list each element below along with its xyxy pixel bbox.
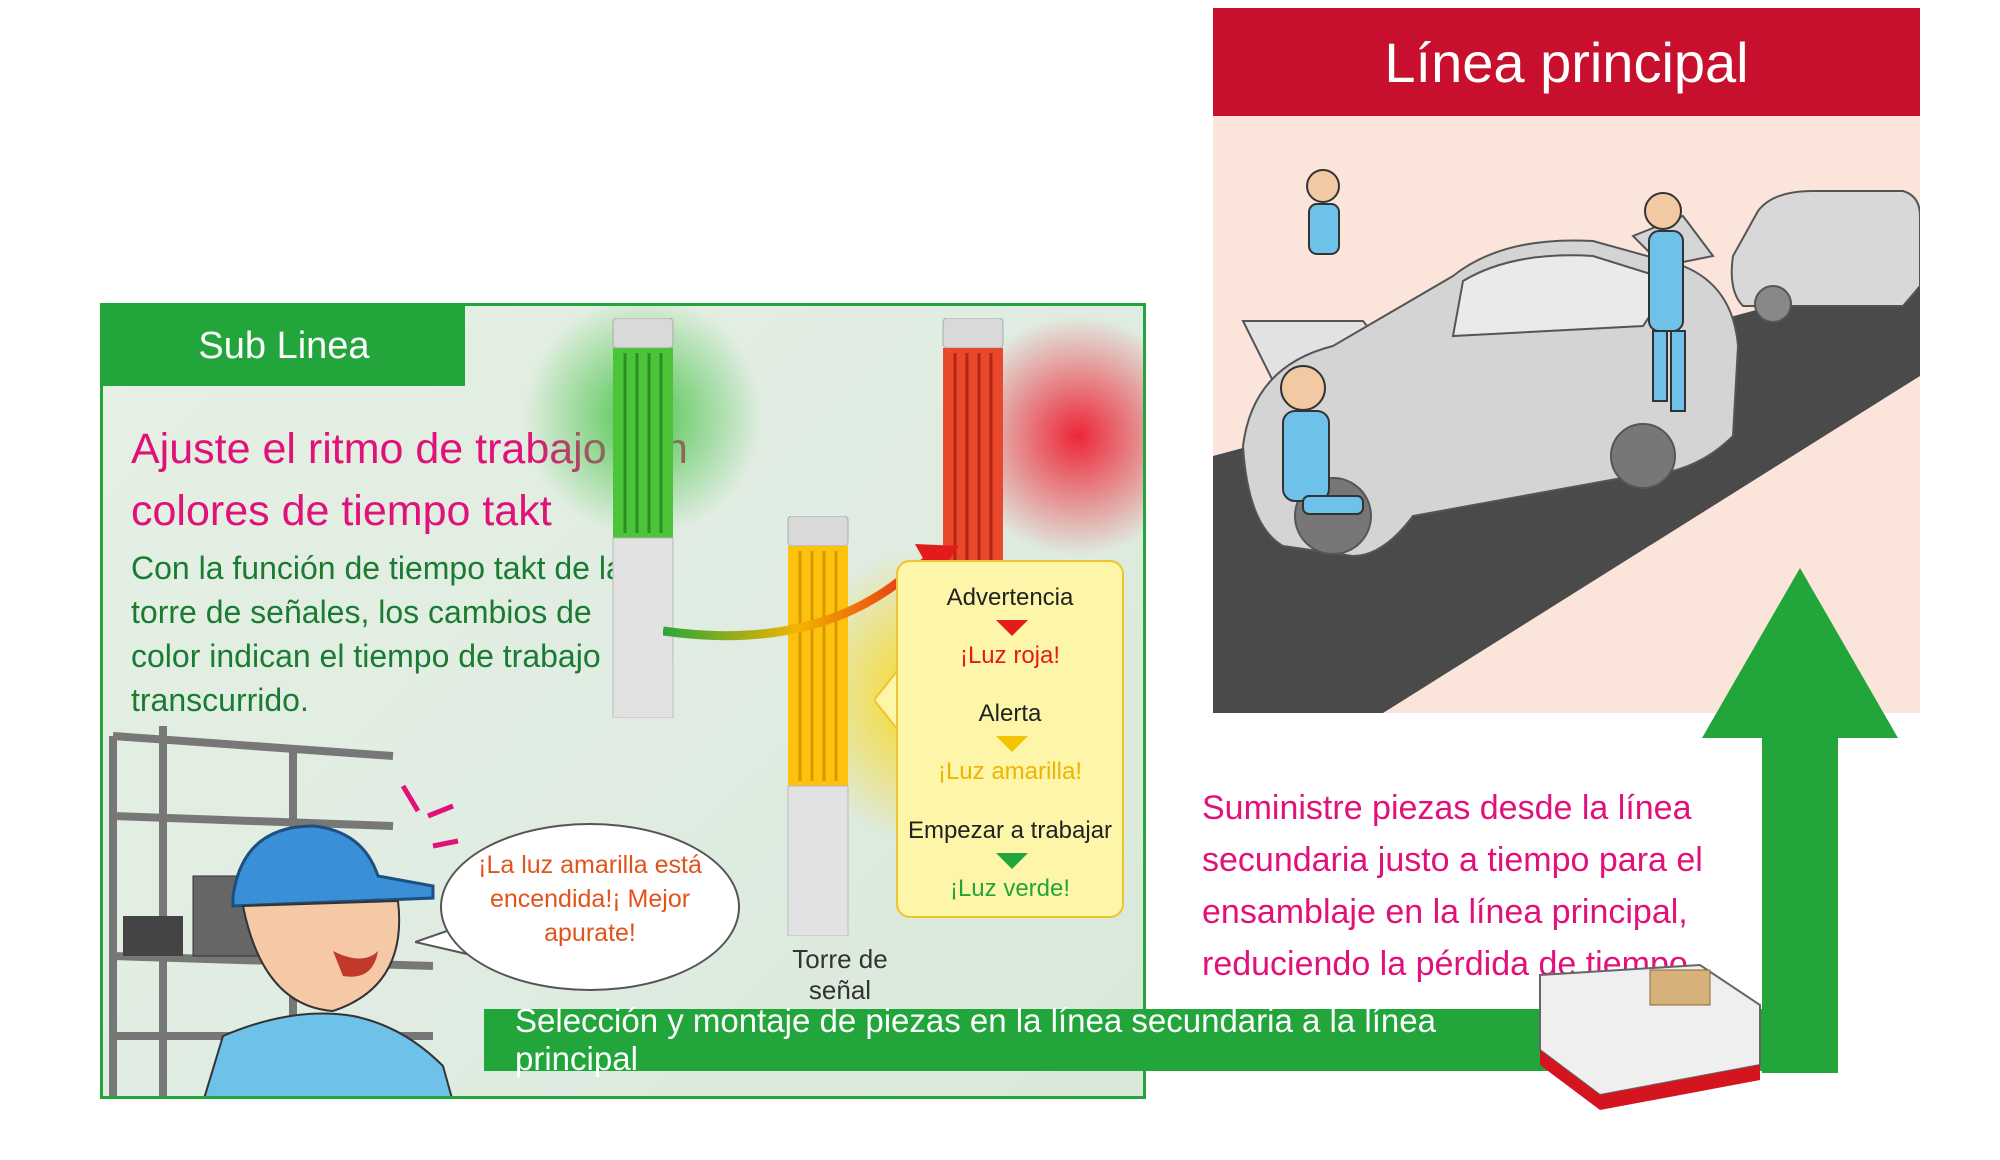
status-callout: Advertencia ¡Luz roja! Alerta ¡Luz amari… xyxy=(896,560,1124,918)
supply-description: Suministre piezas desde la línea secunda… xyxy=(1202,789,1703,983)
worker-illustration xyxy=(203,784,459,1096)
green-signal-tower xyxy=(612,318,674,718)
worker-cap-icon xyxy=(231,824,435,908)
alert-label: Alerta xyxy=(978,700,1042,727)
bottom-banner-text: Selección y montaje de piezas en la líne… xyxy=(515,1002,1436,1077)
green-down-triangle-icon xyxy=(996,853,1028,869)
worker-figure-2 xyxy=(1644,192,1686,412)
up-arrow xyxy=(1702,568,1898,1073)
assembly-line-illustration xyxy=(1213,169,1920,713)
main-line-header: Línea principal xyxy=(1213,8,1920,116)
start-label: Empezar a trabajar xyxy=(907,817,1113,844)
red-down-triangle-icon xyxy=(996,620,1028,636)
speech-text: ¡La luz amarilla está encendida!¡ Mejor … xyxy=(478,851,702,947)
alert-lines-icon xyxy=(400,784,459,849)
speech-bubble xyxy=(440,823,740,991)
sub-line-description: Con la función de tiempo takt de la torr… xyxy=(131,550,624,718)
warning-label: Advertencia xyxy=(946,584,1074,611)
sub-line-tab: Sub Linea xyxy=(103,306,465,386)
parts-cart-illustration xyxy=(1539,963,1761,1110)
worker-figure-3 xyxy=(1280,365,1364,515)
car-back-illustration xyxy=(1730,190,1920,323)
red-signal-tower xyxy=(942,318,1004,568)
main-line-panel: Línea principal xyxy=(1213,8,1920,713)
yellow-signal-tower xyxy=(787,516,849,936)
warning-light-text: ¡Luz roja! xyxy=(959,642,1061,669)
worker-figure-1 xyxy=(1306,169,1340,255)
yellow-down-triangle-icon xyxy=(996,736,1028,752)
alert-light-text: ¡Luz amarilla! xyxy=(937,758,1083,785)
sub-line-panel: Sub Linea Ajuste el ritmo de trabajo con… xyxy=(100,303,1146,1099)
start-light-text: ¡Luz verde! xyxy=(949,875,1071,902)
tower-label: Torre de señal xyxy=(792,944,888,1005)
parts-box-icon xyxy=(1649,969,1711,1006)
